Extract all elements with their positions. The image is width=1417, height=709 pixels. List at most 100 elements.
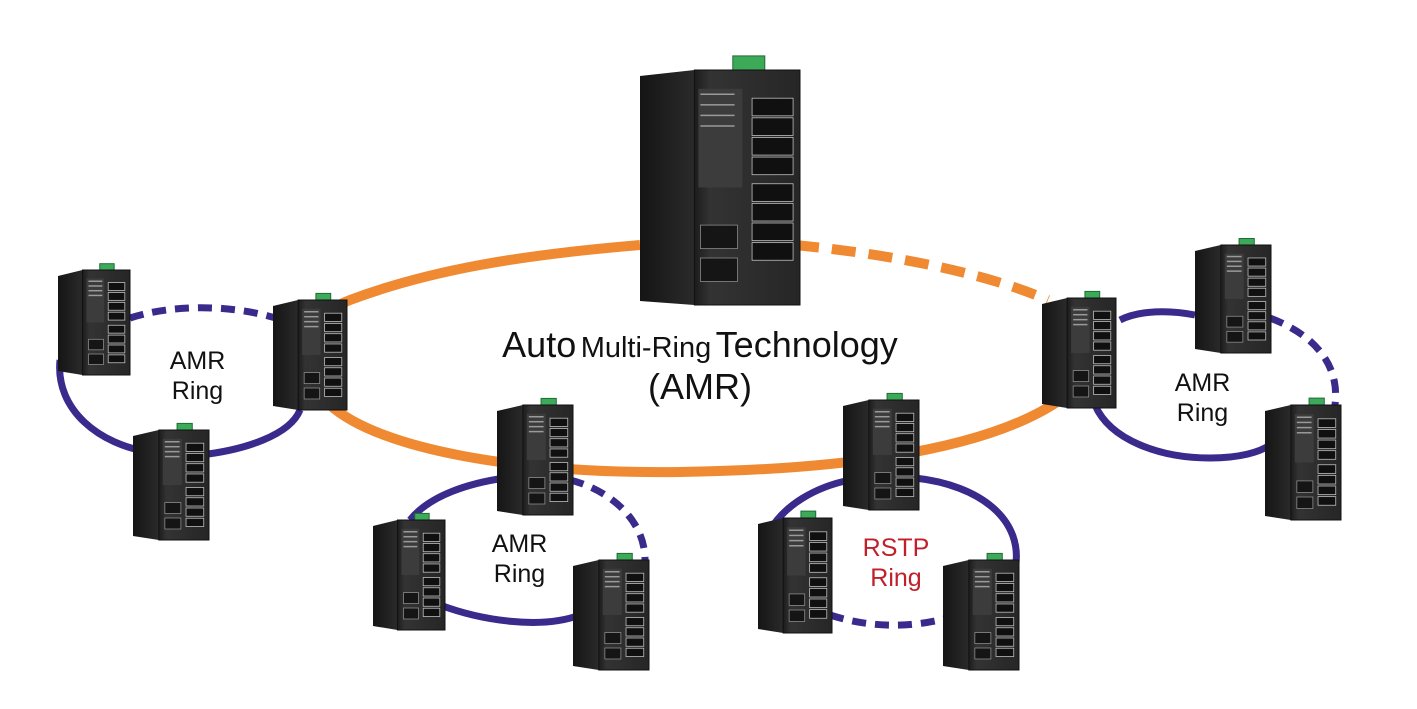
switch-label-area — [872, 408, 892, 455]
rj45-port-icon — [1317, 485, 1337, 496]
switch-side-panel — [1265, 405, 1291, 520]
led-row — [304, 315, 319, 318]
ring-label-line: Ring — [493, 559, 546, 588]
switches-layer — [58, 55, 1342, 671]
rj45-port-icon — [422, 597, 441, 607]
switch-label-area — [401, 528, 420, 575]
led-row — [700, 93, 735, 95]
sfp-port-icon — [874, 472, 892, 485]
rj45-port-icon — [1247, 267, 1267, 277]
led-row — [528, 425, 544, 428]
rj45-port-icon — [549, 492, 569, 502]
rj45-port-icon — [995, 603, 1015, 613]
ring-label-line: AMR — [491, 530, 548, 558]
ring-label-line: Ring — [171, 376, 224, 405]
led-row — [700, 114, 735, 117]
sfp-port-icon — [604, 632, 622, 644]
rj45-port-icon — [895, 477, 915, 487]
rj45-port-icon — [1317, 450, 1337, 460]
switch-label-area — [1294, 414, 1314, 463]
rj45-port-icon — [324, 333, 343, 343]
rj45-port-icon — [324, 312, 343, 322]
rj45-port-icon — [422, 607, 441, 617]
sfp-port-icon — [528, 477, 546, 490]
rj45-port-icon — [185, 473, 205, 483]
switch-bottom-right-icon — [573, 552, 650, 671]
switch-side-panel — [640, 70, 695, 305]
rj45-port-icon — [107, 334, 126, 344]
title-word-auto: Auto — [502, 324, 577, 365]
rj45-port-icon — [1317, 439, 1337, 450]
rj45-port-icon — [751, 202, 794, 222]
rj45-port-icon — [107, 344, 126, 354]
led-row — [1296, 416, 1312, 418]
rj45-port-icon — [625, 647, 645, 657]
rj45-port-icon — [1317, 464, 1337, 474]
sfp-port-icon — [303, 372, 321, 385]
rj45-port-icon — [995, 617, 1015, 627]
ring-label-amr-bottom: AMR Ring — [472, 530, 567, 589]
switch-left-outer-icon — [58, 263, 131, 376]
led-row — [304, 325, 319, 328]
led-row — [88, 285, 103, 287]
rj45-port-icon — [324, 387, 343, 397]
rj45-port-icon — [751, 183, 794, 202]
rj45-port-icon — [1093, 331, 1112, 341]
rj45-port-icon — [422, 532, 441, 542]
switch-side-panel — [373, 520, 398, 630]
ring-label-amr-left: AMR Ring — [150, 347, 245, 406]
rj45-port-icon — [625, 593, 645, 603]
rj45-port-icon — [549, 462, 569, 472]
right-ring-backup-link — [1268, 314, 1340, 406]
switch-side-panel — [943, 560, 969, 670]
led-row — [403, 535, 418, 538]
bottom-amr-ring — [407, 474, 649, 626]
rj45-port-icon — [422, 563, 441, 573]
led-row — [789, 545, 804, 547]
led-row — [604, 575, 620, 578]
rj45-port-icon — [895, 423, 915, 433]
rstp-ring-backup-link — [828, 611, 949, 629]
sfp-port-icon — [1072, 385, 1090, 398]
rj45-port-icon — [625, 603, 645, 613]
right-amr-ring — [1091, 308, 1340, 462]
switch-main-left-icon — [273, 292, 348, 411]
led-row — [528, 430, 544, 433]
led-row — [974, 580, 990, 583]
rj45-port-icon — [809, 598, 828, 609]
ring-label-amr-right: AMR Ring — [1155, 369, 1250, 428]
led-row — [304, 311, 319, 313]
rj45-port-icon — [1247, 321, 1267, 331]
led-row — [1073, 309, 1088, 311]
switch-side-panel — [497, 405, 523, 515]
rj45-port-icon — [1317, 418, 1337, 428]
switch-side-panel — [1195, 245, 1221, 353]
switch-label-area — [972, 568, 992, 615]
switch-label-area — [1224, 253, 1244, 299]
switch-main-bottom-right-icon — [843, 392, 920, 511]
rj45-port-icon — [107, 292, 126, 301]
rj45-port-icon — [107, 324, 126, 334]
led-row — [874, 420, 890, 423]
rj45-port-icon — [1093, 321, 1112, 331]
ring-label-line: RSTP — [862, 534, 930, 562]
sfp-port-icon — [1296, 496, 1314, 509]
switch-left-lower-icon — [133, 422, 210, 541]
sfp-port-icon — [604, 647, 622, 660]
rj45-port-icon — [324, 377, 343, 387]
rj45-port-icon — [107, 301, 126, 311]
rj45-port-icon — [324, 343, 343, 353]
title-abbrev: (AMR) — [648, 366, 752, 408]
led-row — [874, 425, 890, 428]
sfp-port-icon — [528, 492, 546, 505]
led-row — [88, 289, 103, 292]
rj45-port-icon — [625, 637, 645, 647]
rj45-port-icon — [809, 542, 828, 552]
sfp-port-icon — [788, 593, 806, 606]
led-row — [1226, 260, 1242, 263]
rj45-port-icon — [107, 354, 126, 364]
rj45-port-icon — [1093, 365, 1112, 375]
sfp-port-icon — [88, 338, 104, 351]
rj45-port-icon — [995, 593, 1015, 603]
sfp-port-icon — [974, 632, 992, 644]
